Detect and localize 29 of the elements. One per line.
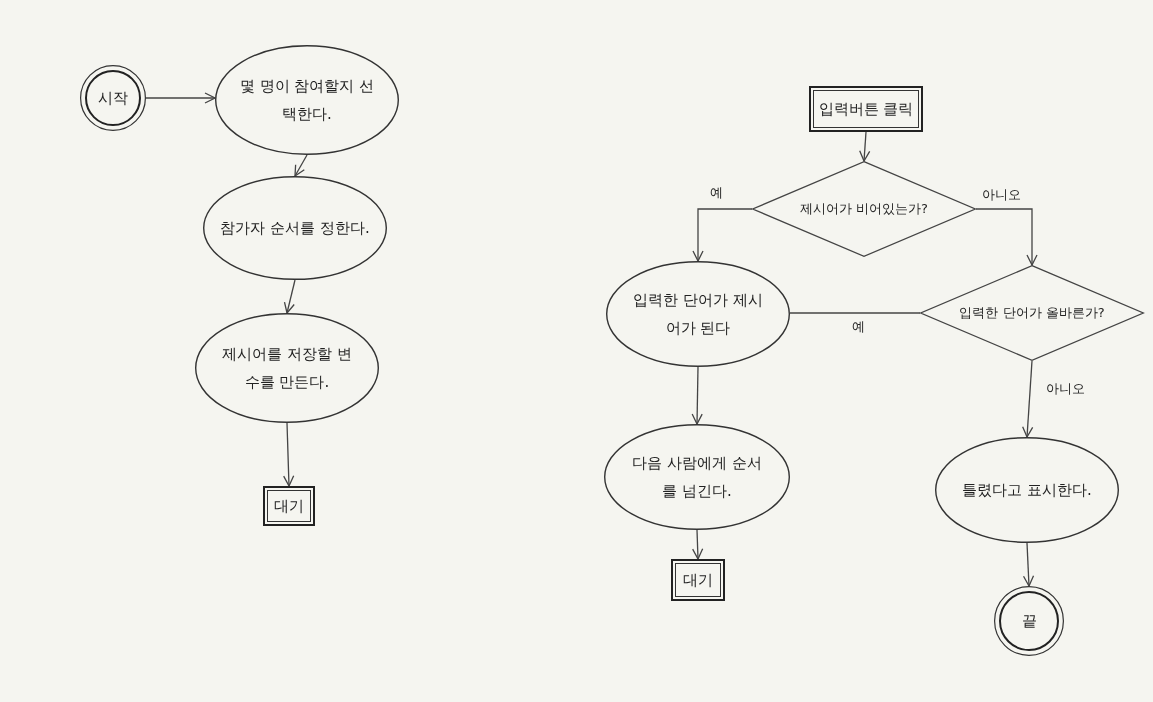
edge-label: 아니오 <box>980 186 1023 204</box>
decision-diamond: 입력한 단어가 올바른가? <box>920 265 1144 361</box>
double-circle: 끝 <box>994 586 1064 656</box>
arrow <box>283 422 295 487</box>
arrow <box>691 366 703 425</box>
process-ellipse: 다음 사람에게 순서를 넘긴다. <box>604 424 790 530</box>
arrow <box>1022 542 1035 587</box>
edge-label: 아니오 <box>1044 380 1087 398</box>
decision-diamond: 제시어가 비어있는가? <box>752 161 976 257</box>
edge-label: 예 <box>850 318 867 336</box>
process-ellipse: 틀렸다고 표시한다. <box>935 437 1119 543</box>
double-box: 입력버튼 클릭 <box>809 86 923 132</box>
arrow <box>859 131 871 162</box>
arrow <box>692 208 753 262</box>
process-ellipse: 몇 명이 참여할지 선택한다. <box>215 45 399 155</box>
double-box: 대기 <box>671 559 725 601</box>
arrow <box>145 92 216 104</box>
process-ellipse: 입력한 단어가 제시어가 된다 <box>606 261 790 367</box>
double-circle: 시작 <box>80 65 146 131</box>
arrow <box>692 529 704 560</box>
connector-line <box>789 312 921 314</box>
edge-label: 예 <box>708 184 725 202</box>
arrow <box>975 208 1038 266</box>
arrow <box>1022 360 1034 438</box>
double-box: 대기 <box>263 486 315 526</box>
arrow <box>283 279 296 314</box>
process-ellipse: 참가자 순서를 정한다. <box>203 176 387 280</box>
process-ellipse: 제시어를 저장할 변수를 만든다. <box>195 313 379 423</box>
arrow <box>294 154 308 177</box>
